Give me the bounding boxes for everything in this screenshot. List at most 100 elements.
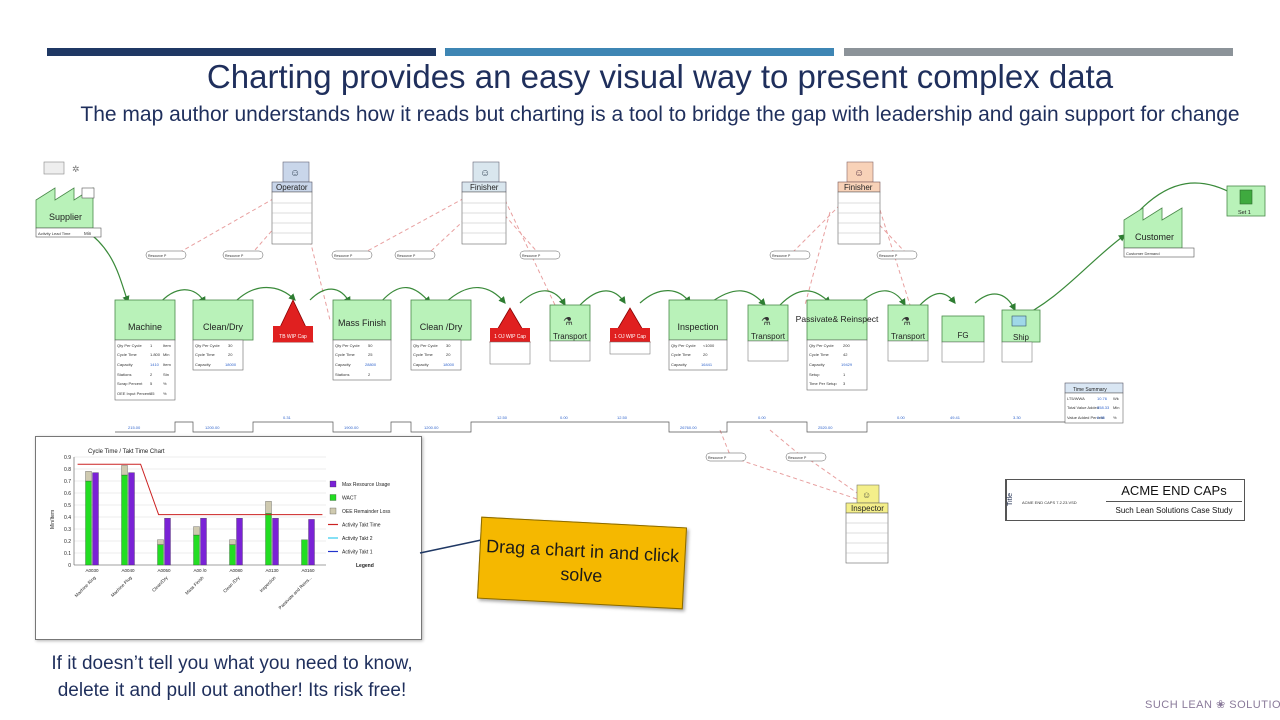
svg-text:Cycle Time: Cycle Time xyxy=(413,352,434,357)
acme-title-block[interactable]: Title ACME END CAPS 7.2.23.VSD ACME END … xyxy=(1005,479,1245,521)
wip-cap-3[interactable]: 1 OJ WIP Cap xyxy=(609,307,651,355)
callout-note: Drag a chart in and click solve xyxy=(476,516,688,610)
bottom-note-line-1: If it doesn’t tell you what you need to … xyxy=(51,653,413,674)
svg-text:28800: 28800 xyxy=(365,362,377,367)
svg-text:Capacity: Capacity xyxy=(413,362,429,367)
chart-category-name: Machine Plug xyxy=(110,575,133,598)
svg-text:Capacity: Capacity xyxy=(195,362,211,367)
svg-text:Machine: Machine xyxy=(128,322,162,332)
transport-1[interactable]: ⚗ Transport xyxy=(549,304,591,362)
chart-bar-wact xyxy=(157,544,164,566)
finisher-node-2[interactable]: ☺ Finisher xyxy=(837,161,881,245)
chart-bar-oee xyxy=(229,539,236,545)
company-logo: SUCH LEAN ❀ SOLUTIONS xyxy=(1145,699,1280,711)
svg-text:1200.00: 1200.00 xyxy=(205,425,220,430)
svg-text:20: 20 xyxy=(446,352,451,357)
svg-text:Activity Lead Time: Activity Lead Time xyxy=(38,231,71,236)
process-fg[interactable]: FG xyxy=(941,315,985,363)
svg-text:⚗: ⚗ xyxy=(901,316,911,328)
svg-text:Clean/Dry: Clean/Dry xyxy=(203,322,244,332)
svg-text:Resource P: Resource P xyxy=(522,254,541,258)
svg-text:Qty Per Cycle: Qty Per Cycle xyxy=(413,343,438,348)
finisher-node-1[interactable]: ☺ Finisher xyxy=(461,161,507,245)
chart-ytick-label: 0.5 xyxy=(64,503,71,509)
svg-text:Mass Finish: Mass Finish xyxy=(338,318,386,328)
chart-bar-max-resource xyxy=(128,472,135,566)
svg-text:25: 25 xyxy=(368,352,373,357)
chart-bar-wact xyxy=(85,480,92,566)
cycle-takt-chart-panel[interactable]: Cycle Time / Takt Time Chart Min/Item Le… xyxy=(35,436,422,640)
cycle-takt-chart[interactable]: Cycle Time / Takt Time Chart Min/Item Le… xyxy=(36,437,421,639)
flow-arrows xyxy=(84,182,1237,321)
timeline xyxy=(115,421,1065,433)
inspector-node[interactable]: ☺ Inspector xyxy=(845,484,889,564)
chart-bar-max-resource xyxy=(272,518,279,566)
svg-text:Setup: Setup xyxy=(809,372,820,377)
chart-legend-swatch xyxy=(329,494,337,501)
wip-cap-1[interactable]: TB WIP Cap xyxy=(272,299,314,343)
chart-xtick-label: A0050 xyxy=(157,568,171,573)
supplier-node[interactable]: ✲ Supplier Activity Lead Time Min xyxy=(35,161,102,238)
svg-text:☺: ☺ xyxy=(854,168,864,179)
svg-text:LT5/WWA: LT5/WWA xyxy=(1067,396,1085,401)
set-node[interactable]: Set 1 xyxy=(1226,185,1266,217)
svg-text:✲: ✲ xyxy=(72,164,80,174)
slide-subtitle: The map author understands how it reads … xyxy=(80,103,1240,126)
svg-text:Stations: Stations xyxy=(117,372,131,377)
slide-title: Charting provides an easy visual way to … xyxy=(206,58,1114,95)
chart-bar-wact xyxy=(121,474,128,566)
chart-bar-oee xyxy=(85,471,92,482)
timeline-values: 215.00 1200.00 1900.00 1200.00 26760.00 … xyxy=(128,415,1022,430)
chart-ytick-label: 0 xyxy=(68,563,71,569)
svg-text:Capacity: Capacity xyxy=(335,362,351,367)
svg-text:Min: Min xyxy=(84,231,92,236)
svg-text:Min: Min xyxy=(1113,405,1119,410)
transport-3[interactable]: ⚗ Transport xyxy=(887,304,929,362)
svg-text:200: 200 xyxy=(843,343,850,348)
svg-text:Cycle Time: Cycle Time xyxy=(195,352,216,357)
header-bar-navy xyxy=(47,48,436,56)
acme-sub: Such Lean Solutions Case Study xyxy=(1115,506,1233,515)
chart-bar-oee xyxy=(121,465,128,476)
transport-2[interactable]: ⚗ Transport xyxy=(747,304,789,362)
chart-category-name: Machine Ring xyxy=(74,575,97,598)
svg-text:1.800: 1.800 xyxy=(150,352,161,357)
svg-text:Qty Per Cycle: Qty Per Cycle xyxy=(809,343,834,348)
svg-text:⚗: ⚗ xyxy=(563,316,573,328)
svg-text:Resource P: Resource P xyxy=(772,254,791,258)
svg-text:50: 50 xyxy=(368,343,373,348)
svg-text:Transport: Transport xyxy=(891,332,926,341)
svg-text:3.30: 3.30 xyxy=(1013,415,1022,420)
svg-text:1 OJ WIP Cap: 1 OJ WIP Cap xyxy=(614,334,646,340)
svg-text:215.00: 215.00 xyxy=(128,425,141,430)
chart-xtick-label: A0030 xyxy=(85,568,99,573)
svg-text:Resource P: Resource P xyxy=(788,456,807,460)
finisher-label-2: Finisher xyxy=(844,183,873,192)
svg-text:0.35: 0.35 xyxy=(1097,415,1106,420)
process-inspection[interactable]: Inspection Qty Per Cycle<1000 Cycle Time… xyxy=(668,299,728,371)
supplier-label: Supplier xyxy=(49,212,82,222)
customer-node[interactable]: Customer Customer Demand xyxy=(1123,207,1195,258)
chart-legend-label: Activity Takt 2 xyxy=(342,536,373,542)
callout-text: Drag a chart in and click solve xyxy=(485,535,680,587)
inspector-label: Inspector xyxy=(851,504,884,513)
wip-cap-2[interactable]: 1 OJ WIP Cap xyxy=(489,307,531,365)
process-ship[interactable]: Ship xyxy=(1001,309,1041,363)
chart-legend-swatch xyxy=(329,507,337,515)
chart-category-name: Inspection xyxy=(259,575,277,593)
svg-text:18000: 18000 xyxy=(443,362,455,367)
operator-node[interactable]: ☺ Operator xyxy=(271,161,313,245)
svg-text:Resource P: Resource P xyxy=(879,254,898,258)
chart-bar-wact xyxy=(229,544,236,566)
svg-text:26760.00: 26760.00 xyxy=(680,425,697,430)
chart-ytick-label: 0.2 xyxy=(64,539,71,545)
svg-text:0.00: 0.00 xyxy=(758,415,767,420)
svg-text:5: 5 xyxy=(150,381,153,386)
